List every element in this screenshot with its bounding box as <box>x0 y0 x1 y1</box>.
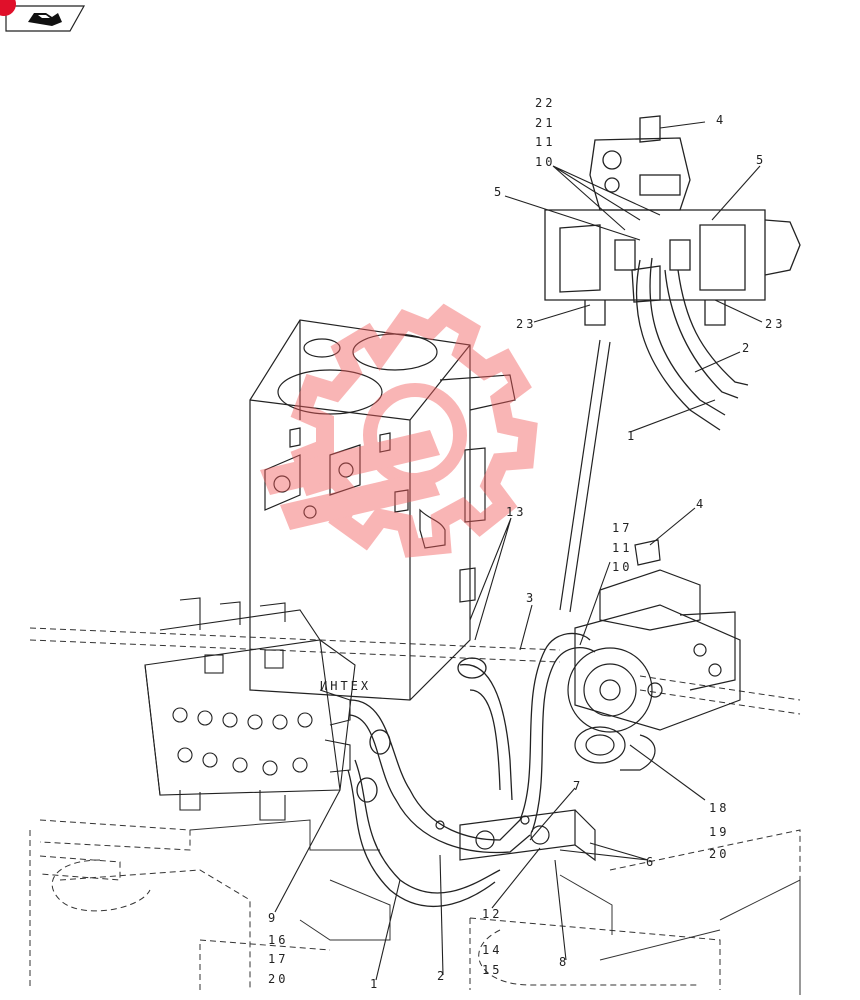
frame-solid <box>189 819 801 995</box>
hose-clamp-bracket <box>435 809 596 862</box>
callout-4: 4 <box>716 113 726 127</box>
callout-2-top: 2 <box>742 341 752 355</box>
callout-12: 12 <box>482 907 502 921</box>
detail-leader-lines <box>559 339 611 613</box>
callout-10-pump: 10 <box>612 560 632 574</box>
callout-labels: 22 21 11 10 4 5 5 23 23 2 1 13 4 17 11 1… <box>268 96 785 991</box>
callout-13: 13 <box>506 505 526 519</box>
back-to-index-button[interactable] <box>0 0 86 34</box>
callout-4-pump: 4 <box>696 497 706 511</box>
hydraulic-tank <box>249 319 516 701</box>
callout-21: 21 <box>535 116 555 130</box>
callout-23-right: 23 <box>765 317 785 331</box>
callout-5-left: 5 <box>494 185 504 199</box>
callout-11: 11 <box>535 135 555 149</box>
callout-17-bottom: 17 <box>268 952 288 966</box>
callout-7: 7 <box>573 779 583 793</box>
callout-15: 15 <box>482 963 502 977</box>
control-valve <box>144 597 356 821</box>
callout-20-right: 20 <box>709 847 729 861</box>
callout-18: 18 <box>709 801 729 815</box>
callout-5-right: 5 <box>756 153 766 167</box>
callout-17-top: 17 <box>612 521 632 535</box>
callout-9: 9 <box>268 911 278 925</box>
callout-6: 6 <box>646 855 656 869</box>
callout-11-pump: 11 <box>612 541 632 555</box>
callout-14: 14 <box>482 943 502 957</box>
callout-20-bottom: 20 <box>268 972 288 986</box>
watermark-text: ИНТЕХ <box>320 679 371 693</box>
callout-23-left: 23 <box>516 317 536 331</box>
callout-16: 16 <box>268 933 288 947</box>
hydraulic-hoses <box>347 632 596 908</box>
callout-3: 3 <box>526 591 536 605</box>
callout-10: 10 <box>535 155 555 169</box>
detail-hoses <box>631 257 749 431</box>
machine-frame <box>29 627 801 990</box>
pump-detail-view <box>544 115 801 326</box>
valve-ports <box>172 707 313 776</box>
main-pump <box>567 539 741 771</box>
callout-8: 8 <box>559 955 569 969</box>
book-icon <box>28 13 62 26</box>
callout-22: 22 <box>535 96 555 110</box>
gear-logo <box>260 303 538 558</box>
callout-19: 19 <box>709 825 729 839</box>
red-badge-dot <box>0 0 16 16</box>
callout-leaders <box>274 121 763 981</box>
callout-1-bottom: 1 <box>370 977 380 991</box>
callout-2-bottom: 2 <box>437 969 447 983</box>
callout-1-top: 1 <box>627 429 637 443</box>
